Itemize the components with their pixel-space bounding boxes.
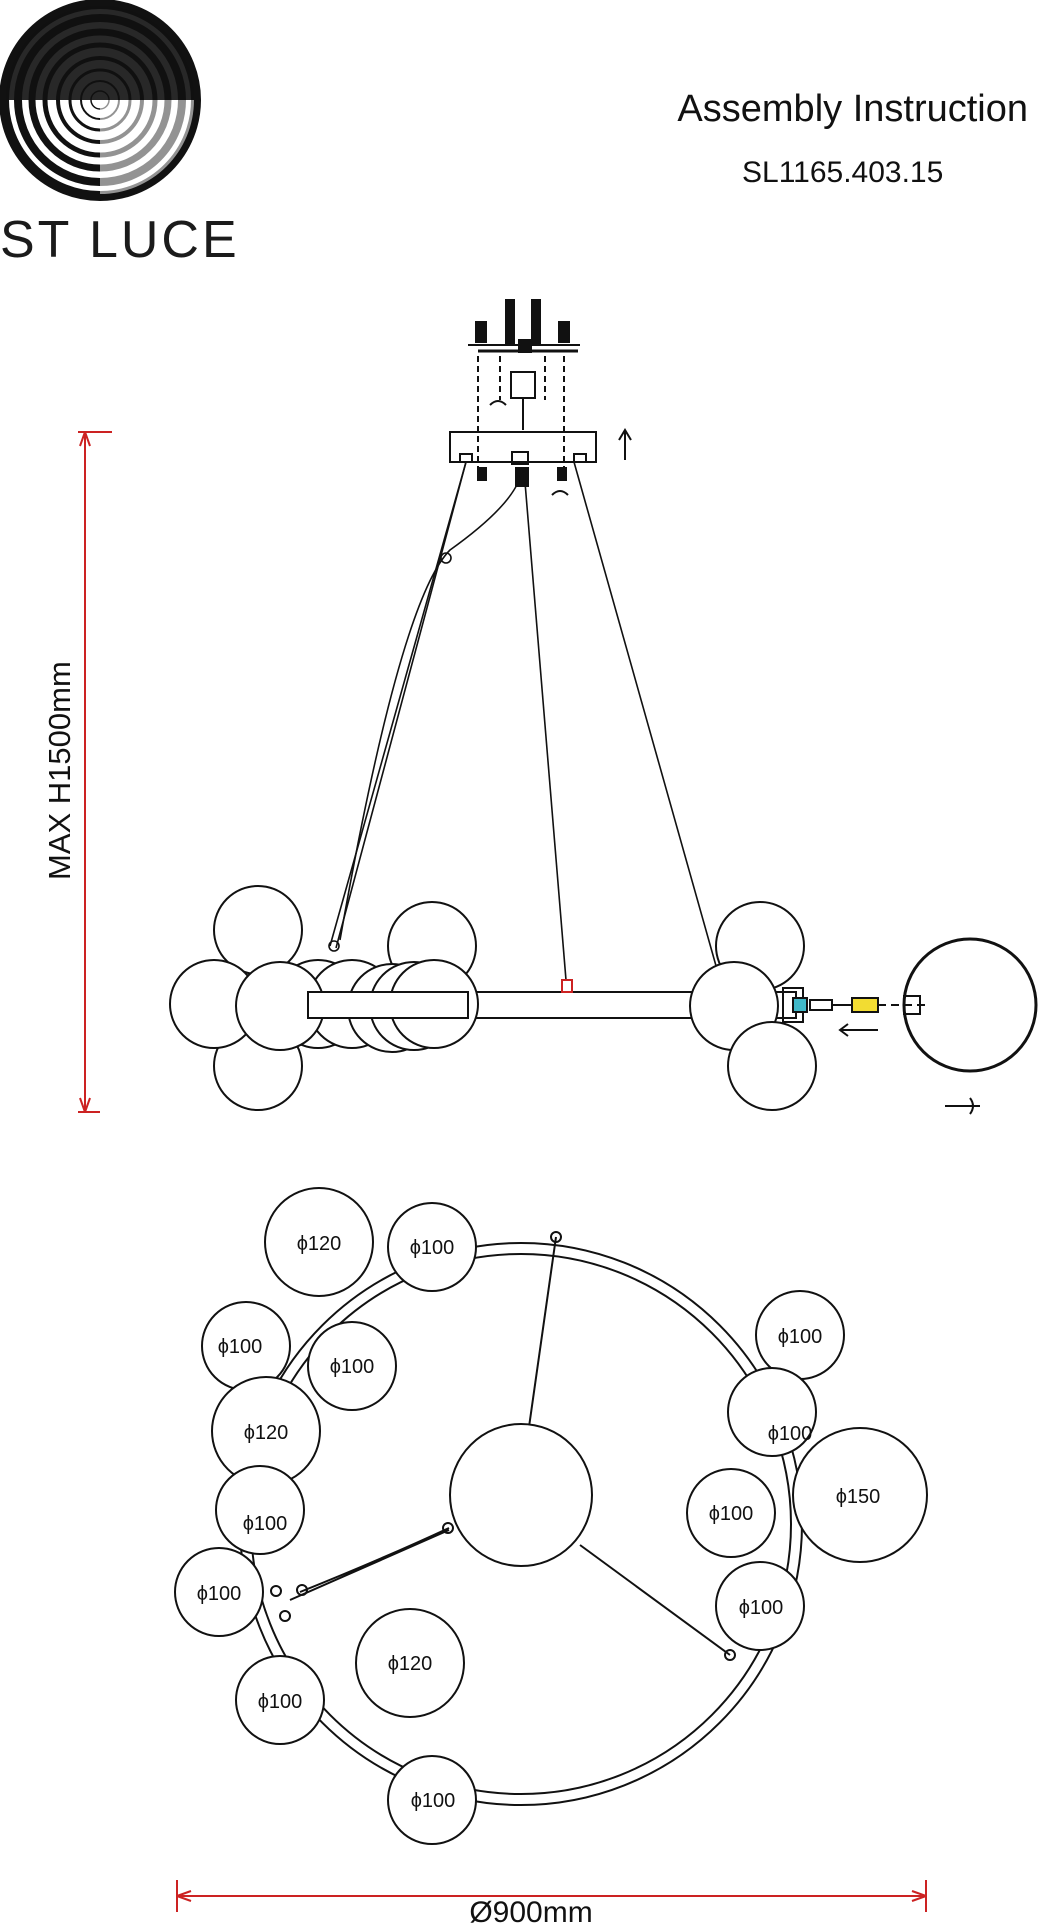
suspension-cables <box>328 461 721 981</box>
page-title: Assembly Instruction <box>677 88 1028 130</box>
globe-label: ϕ150 <box>836 1486 881 1508</box>
large-globe-side <box>902 937 1038 1115</box>
globe-label: ϕ120 <box>297 1233 342 1255</box>
globe-label: ϕ100 <box>410 1237 455 1259</box>
globe-label: ϕ120 <box>244 1422 289 1444</box>
diameter-dimension-label: Ø900mm <box>0 1896 1040 1930</box>
mounting-kit <box>468 299 632 496</box>
globe-label: ϕ100 <box>709 1503 754 1525</box>
model-number: SL1165.403.15 <box>742 156 944 189</box>
globe-label: ϕ100 <box>411 1790 456 1812</box>
st-luce-logo-icon <box>0 0 201 201</box>
diameter-dimension <box>176 1880 927 1912</box>
globe-label: ϕ100 <box>243 1513 288 1535</box>
height-dimension-label: MAX H1500mm <box>42 661 77 880</box>
top-globes <box>174 1187 928 1845</box>
globe-label: ϕ100 <box>778 1326 823 1348</box>
globe-label: ϕ100 <box>258 1691 303 1713</box>
canopy <box>449 431 597 463</box>
globe-label: ϕ100 <box>768 1423 813 1445</box>
globe-label: ϕ100 <box>330 1356 375 1378</box>
globe-label: ϕ100 <box>739 1597 784 1619</box>
globe-label: ϕ100 <box>197 1583 242 1605</box>
globe-label: ϕ120 <box>388 1653 433 1675</box>
height-dimension <box>78 431 112 1113</box>
diameter-value: Ø900mm <box>469 1896 593 1929</box>
globe-label: ϕ100 <box>218 1336 263 1358</box>
brand-name: ST LUCE <box>0 211 240 269</box>
side-globes <box>169 885 817 1111</box>
